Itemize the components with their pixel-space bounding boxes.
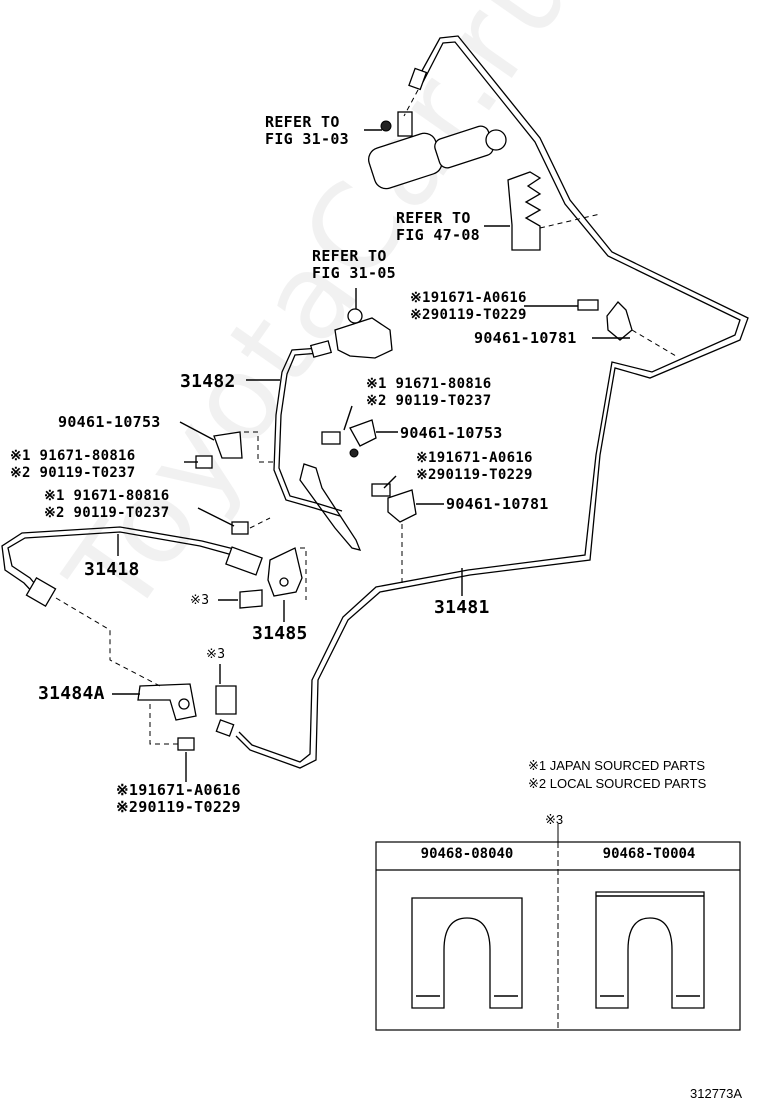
bracket-31485 [218, 547, 307, 622]
label-bracket-31484a: 31484A [38, 683, 105, 704]
label-bolt-a0616-bottom: ※191671-A0616 ※290119-T0229 [116, 781, 241, 816]
label-refer-fig-31-05: REFER TO FIG 31-05 [312, 247, 396, 282]
clamp-10781-top [577, 299, 677, 357]
label-clip-mark-1: ※3 [190, 593, 210, 608]
label-bolt-80816-lower: ※1 91671-80816 ※2 90119-T0237 [44, 488, 170, 521]
figure-id: 312773A [690, 1086, 743, 1101]
clip-table-col2-header: 90468-T0004 [602, 846, 696, 862]
label-refer-fig-31-03: REFER TO FIG 31-03 [265, 113, 349, 148]
legend-local-sourced: ※2 LOCAL SOURCED PARTS [528, 776, 707, 791]
label-refer-fig-47-08: REFER TO FIG 47-08 [396, 209, 480, 244]
hose-31418 [1, 526, 263, 608]
pipe-31482 [273, 347, 362, 551]
clip-table-col1-header: 90468-08040 [420, 846, 514, 862]
bracket-31484a [55, 597, 237, 782]
label-pipe-31481: 31481 [434, 597, 490, 618]
label-bolt-a0616-top: ※191671-A0616 ※290119-T0229 [410, 290, 527, 323]
master-cylinder [368, 67, 507, 190]
clamp-10753-right [321, 405, 398, 458]
clutch-valve [309, 288, 393, 359]
bracket-47-08 [507, 171, 601, 251]
legend-japan-sourced: ※1 JAPAN SOURCED PARTS [528, 758, 706, 773]
label-clamp-10753-left: 90461-10753 [58, 413, 161, 431]
pipe-31481 [235, 35, 749, 769]
label-clip-mark-2: ※3 [206, 647, 226, 662]
label-bolt-80816-left: ※1 91671-80816 ※2 90119-T0237 [10, 448, 136, 481]
clip-table [375, 824, 741, 1031]
label-bracket-31485: 31485 [252, 623, 308, 644]
label-pipe-31482: 31482 [180, 371, 236, 392]
label-bolt-80816-mid: ※1 91671-80816 ※2 90119-T0237 [366, 376, 492, 409]
label-hose-31418: 31418 [84, 559, 140, 580]
clip-table-mark: ※3 [545, 812, 564, 827]
label-bolt-a0616-mid: ※191671-A0616 ※290119-T0229 [416, 450, 533, 483]
label-clamp-10753-right: 90461-10753 [400, 424, 503, 442]
bolt-80816-lower [197, 507, 271, 535]
leader-lines [117, 129, 578, 596]
label-clamp-10781-top: 90461-10781 [474, 329, 577, 347]
label-clamp-10781-mid: 90461-10781 [446, 495, 549, 513]
clamp-10753-left [179, 421, 274, 469]
clamp-10781-mid [371, 475, 444, 586]
